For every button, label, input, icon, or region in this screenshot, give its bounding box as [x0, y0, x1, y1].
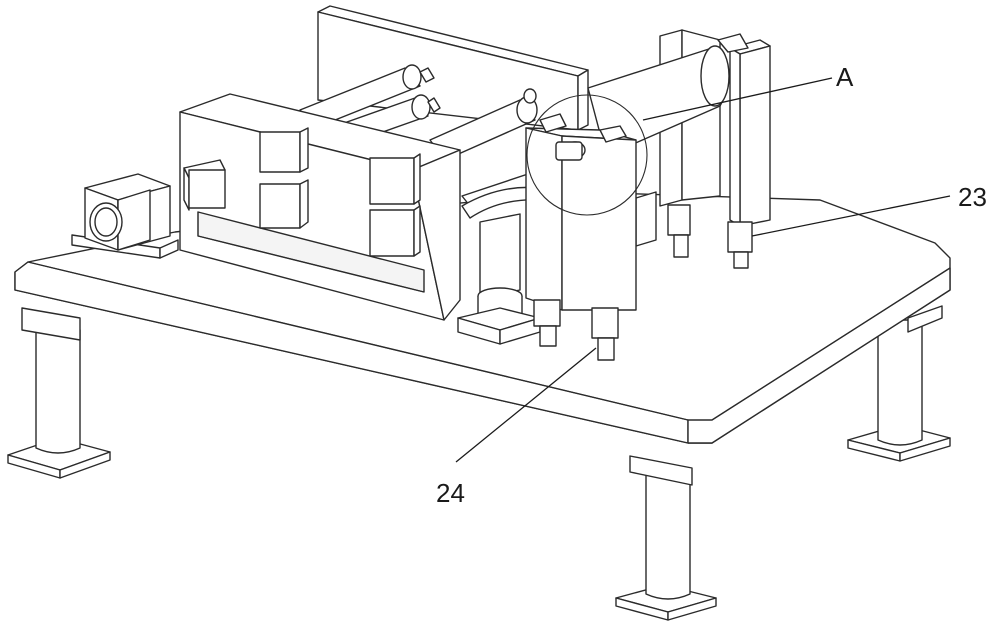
motor	[71, 173, 179, 259]
leg-right	[847, 319, 951, 462]
front-frame	[179, 93, 461, 321]
label-24: 24	[436, 478, 465, 508]
pad-blocks	[183, 127, 421, 257]
label-23: 23	[958, 182, 987, 212]
label-a: A	[836, 62, 854, 92]
leg-front-left	[7, 329, 111, 479]
front-support	[525, 113, 637, 361]
leader-24	[455, 347, 597, 463]
leader-23	[751, 195, 951, 237]
back-plate	[317, 5, 589, 131]
detail-circle-a	[526, 94, 648, 216]
top-roller	[587, 33, 749, 157]
leg-front-center	[615, 469, 717, 621]
leader-a	[642, 77, 833, 121]
